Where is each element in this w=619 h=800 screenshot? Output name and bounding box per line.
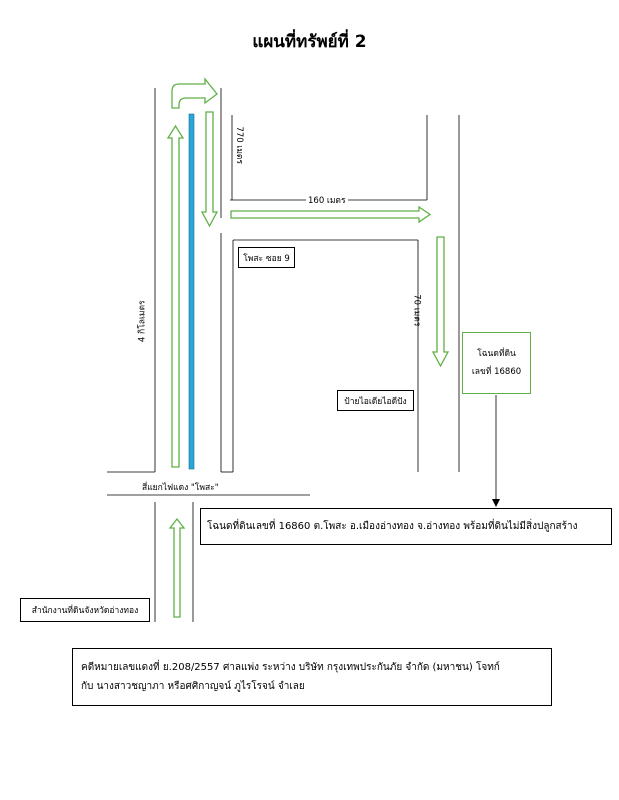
arrow-north-main	[166, 124, 185, 468]
case-line-2: กับ นางสาวชญาภา หรือศศิกาญจน์ ภูไรโรจน์ …	[81, 681, 305, 692]
case-line-1: คดีหมายเลขแดงที่ ย.208/2557 ศาลแพ่ง ระหว…	[81, 662, 500, 673]
route-arrows	[166, 77, 450, 618]
land-office-box: สำนักงานที่ดินจังหวัดอ่างทอง	[20, 598, 150, 622]
highway-bar	[188, 113, 195, 470]
label-70m: 70 เมตร	[411, 294, 422, 327]
deed-box: โฉนดที่ดิน เลขที่ 16860	[462, 332, 531, 394]
map-title: แผนที่ทรัพย์ที่ 2	[252, 32, 367, 52]
label-160m: 160 เมตร	[306, 196, 348, 206]
label-770m: 770 เมตร	[234, 126, 245, 165]
land-description-box: โฉนดที่ดินเลขที่ 16860 ต.โพสะ อ.เมืองอ่า…	[200, 508, 612, 545]
road-lines	[107, 88, 460, 622]
deed-title: โฉนดที่ดิน	[477, 348, 516, 359]
landmark-sign: ป้ายไอเดียไอดีปัง	[337, 390, 414, 411]
soi9-sign: โพสะ ซอย 9	[238, 247, 295, 268]
arrow-north-south-segment	[168, 517, 186, 618]
deed-pointer-arrowhead	[492, 499, 500, 507]
arrow-u-turn	[171, 77, 218, 109]
arrow-south-land	[431, 236, 450, 368]
arrow-east-soi	[230, 205, 432, 224]
deed-number: เลขที่ 16860	[471, 367, 522, 377]
arrow-south-return	[200, 111, 219, 228]
label-intersection: สี่แยกไฟแดง "โพสะ"	[142, 483, 219, 493]
case-info-box: คดีหมายเลขแดงที่ ย.208/2557 ศาลแพ่ง ระหว…	[72, 648, 552, 706]
label-4km: 4 กิโลเมตร	[137, 300, 148, 343]
